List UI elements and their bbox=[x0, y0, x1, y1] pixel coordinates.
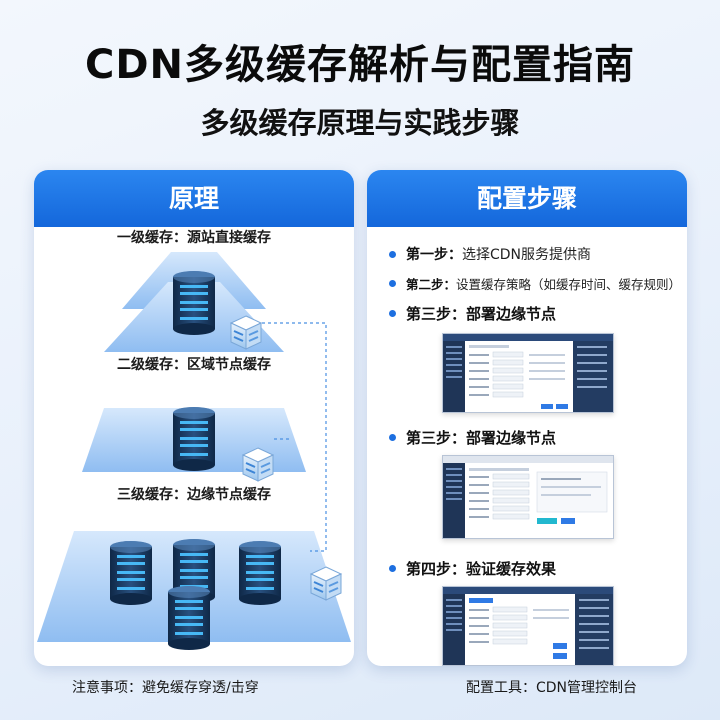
step-4-label: 第三步： bbox=[406, 429, 467, 447]
footer-note: 注意事项：避免缓存穿透/击穿 bbox=[72, 680, 259, 696]
bullet-icon bbox=[389, 565, 396, 572]
server-icon bbox=[239, 541, 281, 605]
console-screenshot bbox=[442, 455, 614, 539]
footer-tool: 配置工具：CDN管理控制台 bbox=[466, 680, 638, 696]
console-screenshot bbox=[442, 333, 614, 413]
page-subtitle: 多级缓存原理与实践步骤 bbox=[200, 106, 520, 140]
bullet-icon bbox=[389, 250, 396, 258]
step-4: 第三步： 部署边缘节点 bbox=[389, 427, 556, 448]
principle-panel: 原理 bbox=[34, 170, 354, 666]
step-3-text: 部署边缘节点 bbox=[466, 305, 557, 323]
step-2-label: 第二步： bbox=[406, 277, 457, 292]
step-2-text: 设置缓存策略（如缓存时间、缓存规则） bbox=[456, 277, 682, 292]
cache-box-icon bbox=[230, 315, 262, 350]
cache-pyramid bbox=[37, 252, 351, 650]
server-icon bbox=[173, 271, 215, 335]
server-icon bbox=[168, 586, 210, 650]
bullet-icon bbox=[389, 310, 396, 317]
step-1-label: 第一步： bbox=[406, 247, 462, 263]
cache-box-icon bbox=[242, 447, 274, 482]
page-title: CDN多级缓存解析与配置指南 bbox=[84, 42, 636, 88]
step-5-label: 第四步： bbox=[406, 560, 467, 578]
step-3-label: 第三步： bbox=[406, 305, 467, 323]
step-5-text: 验证缓存效果 bbox=[466, 560, 557, 578]
principle-panel-header: 原理 bbox=[34, 170, 354, 227]
bullet-icon bbox=[389, 280, 396, 287]
tier-1-label: 一级缓存：源站直接缓存 bbox=[117, 230, 271, 246]
server-icon bbox=[110, 541, 152, 605]
server-icon bbox=[173, 407, 215, 471]
bullet-icon bbox=[389, 434, 396, 441]
cache-pyramid-area: 一级缓存：源站直接缓存 二级缓存：区域节点缓存 三级缓存：边缘节点缓存 bbox=[34, 227, 354, 666]
config-steps-header: 配置步骤 bbox=[367, 170, 687, 227]
step-1-text: 选择CDN服务提供商 bbox=[462, 247, 592, 263]
config-steps-panel: 配置步骤 第一步： 选择CDN服务提供商 第二步： 设置缓存策略（如缓存时间、缓… bbox=[367, 170, 687, 666]
dashed-connector-line bbox=[262, 322, 327, 552]
step-5: 第四步： 验证缓存效果 bbox=[389, 558, 556, 579]
step-3: 第三步： 部署边缘节点 bbox=[389, 303, 556, 324]
console-screenshot bbox=[442, 586, 614, 666]
config-steps-list: 第一步： 选择CDN服务提供商 第二步： 设置缓存策略（如缓存时间、缓存规则） … bbox=[367, 227, 687, 666]
tier-3-label: 三级缓存：边缘节点缓存 bbox=[117, 487, 271, 503]
tier-2-label: 二级缓存：区域节点缓存 bbox=[117, 357, 271, 373]
step-1: 第一步： 选择CDN服务提供商 bbox=[389, 244, 591, 264]
cache-box-icon bbox=[310, 566, 342, 601]
step-4-text: 部署边缘节点 bbox=[466, 429, 557, 447]
step-2: 第二步： 设置缓存策略（如缓存时间、缓存规则） bbox=[389, 274, 681, 293]
